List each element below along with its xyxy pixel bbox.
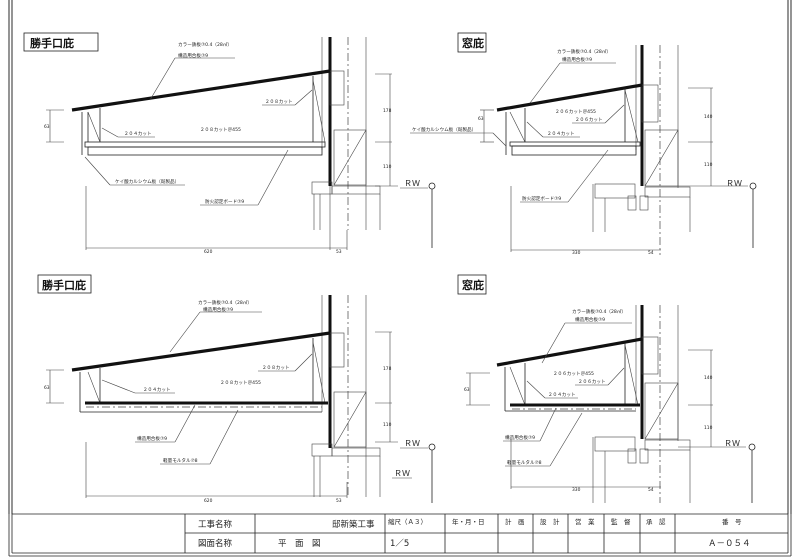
project-name-value: 邸新築工事	[332, 519, 375, 530]
rafter-end-label: ２０８カット	[265, 99, 293, 105]
soffit-label: ケイ酸カルシウム板（既製品）	[412, 126, 476, 133]
roof-label: カラー鉄板⑦0.4（28㎡）	[178, 41, 232, 48]
dim-lower: 110	[383, 422, 392, 428]
scale-label: 縮尺（Ａ３）	[388, 517, 427, 526]
dim-lower: 110	[704, 425, 713, 431]
drawing-name-label: 図面名称	[198, 538, 233, 549]
dim-wall: 53	[336, 498, 342, 504]
number-value: Ａ－０５４	[708, 539, 751, 549]
supervisor-label: 監 督	[611, 517, 631, 526]
section-katteguchi-top: 勝手口庇 カラー鉄板⑦0.4（28㎡） 構造用合板⑦9 ２０８カット ２０４カッ…	[23, 32, 398, 255]
rafter-end-label: ２０６カット	[575, 117, 603, 123]
rafter-label: ２０６カット＠455	[555, 109, 596, 115]
rw-label: ＲＷ	[724, 439, 740, 448]
strut-label: ２０４カット	[143, 387, 171, 393]
strut-label: ２０４カット	[124, 131, 152, 137]
project-name-label: 工事名称	[198, 519, 233, 530]
panel-title: 窓庇	[462, 278, 484, 292]
date-label: 年・月・日	[452, 517, 485, 526]
roof-label: カラー鉄板⑦0.4（28㎡）	[557, 48, 611, 55]
dim-lower: 110	[704, 162, 713, 168]
number-label: 番 号	[722, 518, 742, 526]
rw-label: ＲＷ	[404, 439, 420, 448]
panel-title: 窓庇	[462, 36, 484, 50]
dim-width: 620	[204, 249, 213, 255]
section-madobisashi-bottom: 窓庇 カラー鉄板⑦0.4（28㎡） 構造用合板⑦9 ２０６カット＠455 ２	[400, 274, 756, 503]
soffit-board	[87, 146, 323, 156]
section-katteguchi-bottom: 勝手口庇 カラー鉄板⑦0.4（28㎡） 構造用合板⑦9 ２０８カット ２０４	[37, 274, 412, 504]
dim-fascia: 63	[44, 124, 50, 130]
dim-wall: 54	[648, 487, 654, 493]
strut-label: ２０４カット	[548, 392, 576, 398]
dim-upper: 140	[704, 114, 713, 120]
plan-label: 計 画	[505, 517, 525, 526]
roof-sheet	[71, 69, 331, 112]
board-label: 防火認定ボード⑦9	[522, 195, 561, 202]
rw-marker-icon	[749, 182, 757, 190]
panel-title: 勝手口庇	[42, 278, 86, 292]
sheathing-label: 構造用合板⑦9	[562, 56, 592, 63]
rafter-end-label: ２０８カット	[262, 365, 290, 371]
board-label: 防火認定ボード⑦9	[205, 198, 244, 205]
rw-marker-icon	[428, 182, 436, 190]
dim-fascia: 63	[478, 116, 484, 122]
scale-value: 1／5	[390, 539, 409, 549]
rw-marker-icon	[428, 443, 436, 451]
sheathing-label: 構造用合板⑦9	[203, 306, 233, 313]
panel-title-box	[23, 32, 99, 52]
design-label: 設 計	[540, 517, 560, 526]
dim-width: 330	[572, 250, 581, 256]
dim-fascia: 63	[464, 387, 470, 393]
dim-upper: 140	[704, 375, 713, 381]
dim-wall: 53	[336, 249, 342, 255]
rw-label: ＲＷ	[394, 469, 410, 478]
rw-marker-icon	[748, 443, 756, 451]
plywood-label: 構造用合板⑦9	[505, 434, 535, 441]
plywood-label: 構造用合板⑦9	[137, 435, 167, 442]
rw-label: ＲＷ	[404, 179, 420, 188]
rafter-end-label: ２０６カット	[578, 379, 606, 385]
rafter-label: ２０８カット＠455	[220, 380, 261, 386]
rafter-label: ２０６カット＠455	[553, 371, 594, 377]
ceiling-joist	[84, 141, 326, 148]
roof-label: カラー鉄板⑦0.4（28㎡）	[572, 308, 626, 315]
rw-label: ＲＷ	[726, 179, 742, 188]
approval-label: 承 認	[646, 517, 666, 526]
dim-width: 330	[572, 487, 581, 493]
panel-title: 勝手口庇	[30, 36, 74, 50]
soffit-label: ケイ酸カルシウム板（既製品）	[115, 178, 179, 185]
drawing-name-value: 平 面 図	[278, 539, 321, 549]
sheathing-label: 構造用合板⑦9	[575, 316, 605, 323]
rafter-label: ２０８カット＠455	[200, 127, 241, 133]
dim-upper: 178	[383, 108, 392, 114]
dim-fascia: 63	[44, 385, 50, 391]
dim-wall: 54	[648, 250, 654, 256]
dim-width: 620	[204, 498, 213, 504]
dim-lower: 110	[383, 164, 392, 170]
sheathing-label: 構造用合板⑦9	[178, 52, 208, 59]
sales-label: 営 業	[575, 517, 595, 526]
mortar-label: 軽量モルタル⑦8	[163, 457, 198, 464]
roof-label: カラー鉄板⑦0.4（28㎡）	[198, 299, 252, 306]
mortar-label: 軽量モルタル⑦8	[507, 459, 542, 466]
dim-upper: 178	[383, 366, 392, 372]
strut-label: ２０４カット	[547, 131, 575, 137]
section-madobisashi-top: 窓庇 カラー鉄板⑦0.4（28㎡） 構造用合板⑦9 ２０６カット＠455 ２	[400, 32, 757, 256]
